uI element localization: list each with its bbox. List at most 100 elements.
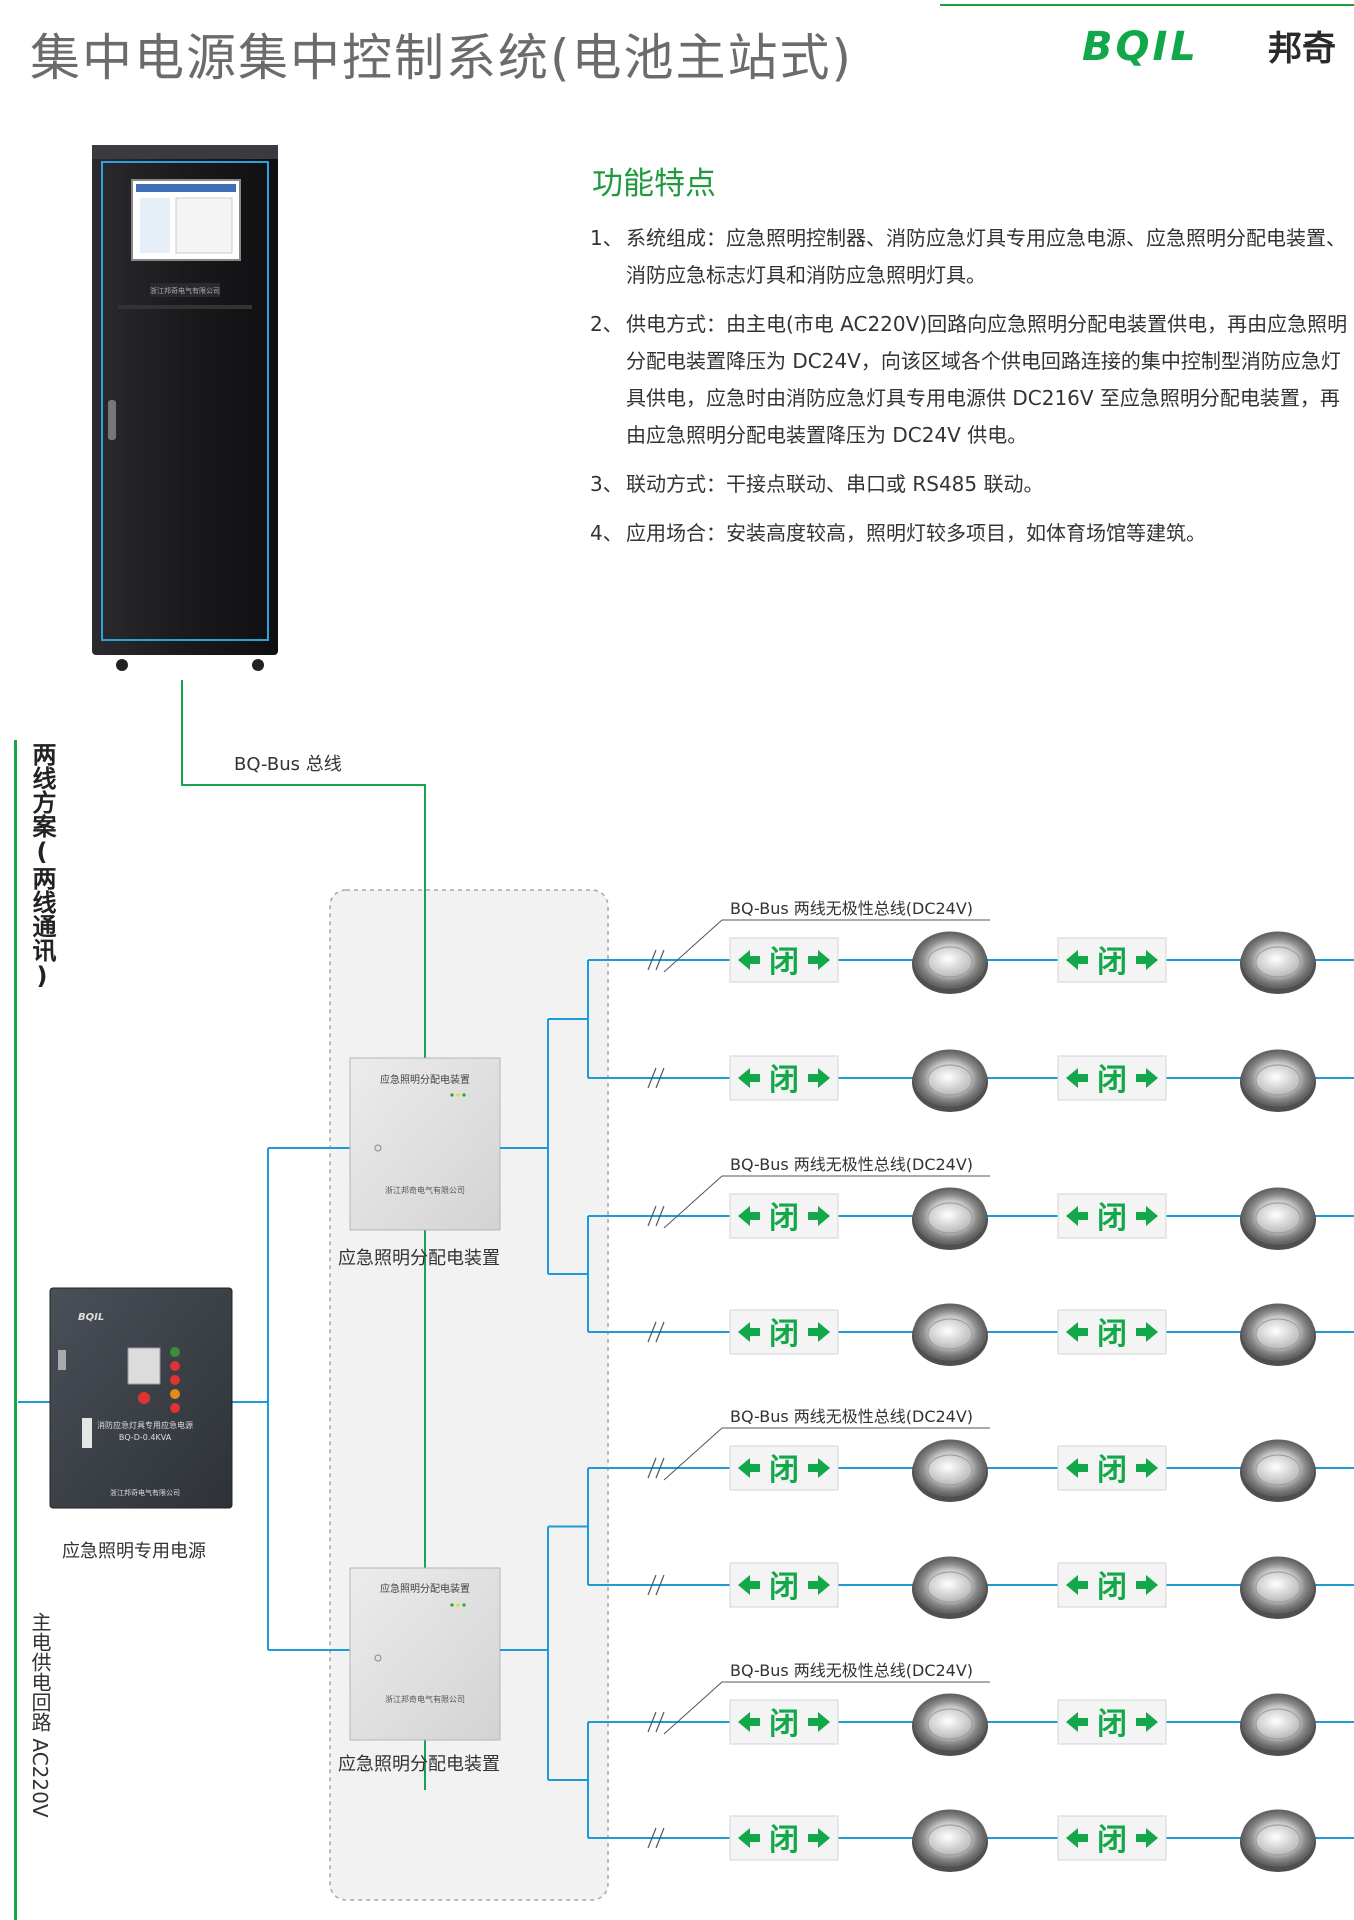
right-arrow-icon — [1136, 1068, 1158, 1088]
left-arrow-icon — [1066, 1068, 1088, 1088]
page-title: 集中电源集中控制系统(电池主站式) — [30, 29, 854, 87]
bus-line-label: BQ-Bus 两线无极性总线(DC24V) — [730, 1407, 973, 1426]
feature-text: 应用场合：安装高度较高，照明灯较多项目，如体育场馆等建筑。 — [626, 521, 1206, 545]
bus-line-label: BQ-Bus 两线无极性总线(DC24V) — [730, 1661, 973, 1680]
power-box-maker: 浙江邦奇电气有限公司 — [110, 1488, 180, 1497]
left-arrow-icon — [738, 1322, 760, 1342]
distribution-region — [329, 889, 609, 1901]
feature-text: 供电方式：由主电(市电 AC220V)回路向应急照明分配电装置供电，再由应急照明… — [626, 312, 1348, 447]
two-wire-mark — [647, 1457, 665, 1479]
two-wire-mark — [647, 1711, 665, 1733]
two-wire-mark — [647, 949, 665, 971]
two-wire-mark — [647, 1205, 665, 1227]
left-arrow-icon — [1066, 1575, 1088, 1595]
controller-plate: 浙江邦奇电气有限公司 — [150, 286, 220, 295]
feature-item: 1、系统组成：应急照明控制器、消防应急灯具专用应急电源、应急照明分配电装置、消防… — [590, 220, 1350, 294]
brand-logo: BQIL 邦奇 — [1082, 24, 1336, 70]
lamp-lens — [927, 1708, 973, 1740]
lamp-lens — [927, 1064, 973, 1096]
bus-leader — [663, 1427, 990, 1481]
exit-sign-glyph: 闭 — [769, 1570, 799, 1605]
left-arrow-icon — [738, 1068, 760, 1088]
right-arrow-icon — [1136, 1458, 1158, 1478]
distribution-box-maker: 浙江邦奇电气有限公司 — [385, 1185, 465, 1195]
scheme-label: 两线方案(两线通讯) — [28, 742, 56, 990]
right-arrow-icon — [1136, 1322, 1158, 1342]
feature-item: 2、供电方式：由主电(市电 AC220V)回路向应急照明分配电装置供电，再由应急… — [590, 306, 1350, 454]
left-arrow-icon — [738, 1828, 760, 1848]
lamp-lens — [1255, 946, 1301, 978]
main-circuit-label: 主电供电回路 AC220V — [28, 1612, 52, 1818]
power-supply-label: 应急照明专用电源 — [62, 1541, 206, 1562]
distribution-box: 应急照明分配电装置 浙江邦奇电气有限公司 — [349, 1567, 501, 1741]
distribution-label: 应急照明分配电装置 — [338, 1248, 500, 1269]
left-arrow-icon — [1066, 1206, 1088, 1226]
feature-text: 系统组成：应急照明控制器、消防应急灯具专用应急电源、应急照明分配电装置、消防应急… — [626, 226, 1346, 287]
right-arrow-icon — [808, 1712, 830, 1732]
exit-sign-glyph: 闭 — [1097, 1707, 1127, 1742]
scheme-side-bar — [14, 740, 17, 1920]
exit-sign-glyph: 闭 — [1097, 1570, 1127, 1605]
brand-latin: BQIL — [1082, 24, 1199, 70]
left-arrow-icon — [738, 1458, 760, 1478]
lighting-branches: BQ-Bus 两线无极性总线(DC24V)闭闭闭闭BQ-Bus 两线无极性总线(… — [500, 899, 1354, 1872]
exit-sign-glyph: 闭 — [1097, 1063, 1127, 1098]
feature-number: 1、 — [590, 226, 623, 250]
lamp-lens — [927, 1318, 973, 1350]
header-rule — [940, 4, 1354, 6]
exit-sign-glyph: 闭 — [1097, 1823, 1127, 1858]
lamp-lens — [1255, 1202, 1301, 1234]
lamp-lens — [927, 1571, 973, 1603]
lamp-lens — [927, 946, 973, 978]
distribution-box-maker: 浙江邦奇电气有限公司 — [385, 1694, 465, 1704]
distribution-box: 应急照明分配电装置 浙江邦奇电气有限公司 — [349, 1057, 501, 1231]
right-arrow-icon — [1136, 1575, 1158, 1595]
right-arrow-icon — [1136, 1206, 1158, 1226]
right-arrow-icon — [808, 1458, 830, 1478]
right-arrow-icon — [808, 1068, 830, 1088]
lamp-lens — [1255, 1064, 1301, 1096]
two-wire-mark — [647, 1827, 665, 1849]
exit-sign-glyph: 闭 — [769, 1201, 799, 1236]
power-box-model: BQ-D-0.4KVA — [119, 1433, 172, 1442]
right-arrow-icon — [808, 950, 830, 970]
exit-sign-glyph: 闭 — [769, 1453, 799, 1488]
bus-line-label: BQ-Bus 两线无极性总线(DC24V) — [730, 899, 973, 918]
feature-item: 3、联动方式：干接点联动、串口或 RS485 联动。 — [590, 466, 1350, 503]
left-arrow-icon — [738, 1712, 760, 1732]
exit-sign-glyph: 闭 — [1097, 1453, 1127, 1488]
lamp-lens — [927, 1454, 973, 1486]
bus-leader — [663, 919, 990, 973]
left-arrow-icon — [1066, 1712, 1088, 1732]
left-arrow-icon — [1066, 1828, 1088, 1848]
exit-sign-glyph: 闭 — [769, 945, 799, 980]
controller-cabinet: 浙江邦奇电气有限公司 — [92, 145, 278, 671]
bus-leader — [663, 1681, 990, 1735]
two-wire-mark — [647, 1321, 665, 1343]
left-arrow-icon — [1066, 1322, 1088, 1342]
bus-leader — [663, 1175, 990, 1229]
power-box-brand: BQIL — [78, 1312, 104, 1323]
right-arrow-icon — [1136, 1712, 1158, 1732]
lamp-lens — [1255, 1318, 1301, 1350]
distribution-label: 应急照明分配电装置 — [338, 1754, 500, 1775]
right-arrow-icon — [1136, 950, 1158, 970]
right-arrow-icon — [1136, 1828, 1158, 1848]
lamp-lens — [927, 1824, 973, 1856]
features-list: 1、系统组成：应急照明控制器、消防应急灯具专用应急电源、应急照明分配电装置、消防… — [590, 220, 1350, 564]
left-arrow-icon — [738, 1206, 760, 1226]
two-wire-mark — [647, 1574, 665, 1596]
lamp-lens — [1255, 1571, 1301, 1603]
features-heading: 功能特点 — [592, 166, 716, 202]
exit-sign-glyph: 闭 — [769, 1317, 799, 1352]
distribution-box-text: 应急照明分配电装置 — [380, 1582, 470, 1595]
left-arrow-icon — [738, 950, 760, 970]
right-arrow-icon — [808, 1575, 830, 1595]
lamp-lens — [1255, 1454, 1301, 1486]
distribution-box-text: 应急照明分配电装置 — [380, 1073, 470, 1086]
bq-bus-label: BQ-Bus 总线 — [234, 754, 342, 775]
feature-number: 3、 — [590, 472, 623, 496]
left-arrow-icon — [1066, 1458, 1088, 1478]
left-arrow-icon — [738, 1575, 760, 1595]
